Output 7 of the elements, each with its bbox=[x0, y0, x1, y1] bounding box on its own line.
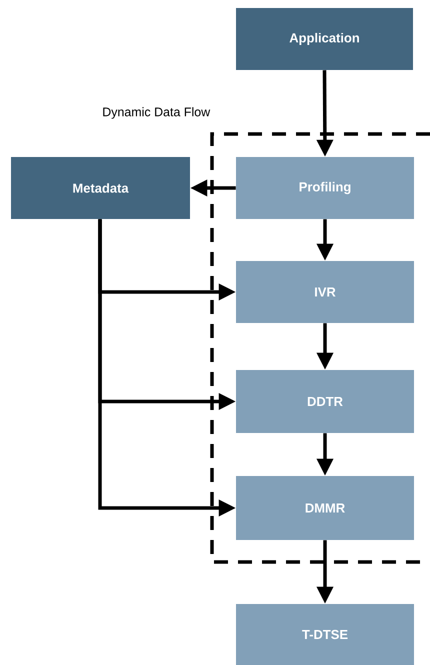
process-box: T-DTSE bbox=[236, 604, 414, 665]
process-box: Application bbox=[236, 8, 413, 70]
process-box: Metadata bbox=[11, 157, 190, 219]
process-box: Profiling bbox=[236, 157, 414, 219]
process-box: DMMR bbox=[236, 476, 414, 540]
process-box: DDTR bbox=[236, 370, 414, 433]
process-box: IVR bbox=[236, 261, 414, 323]
